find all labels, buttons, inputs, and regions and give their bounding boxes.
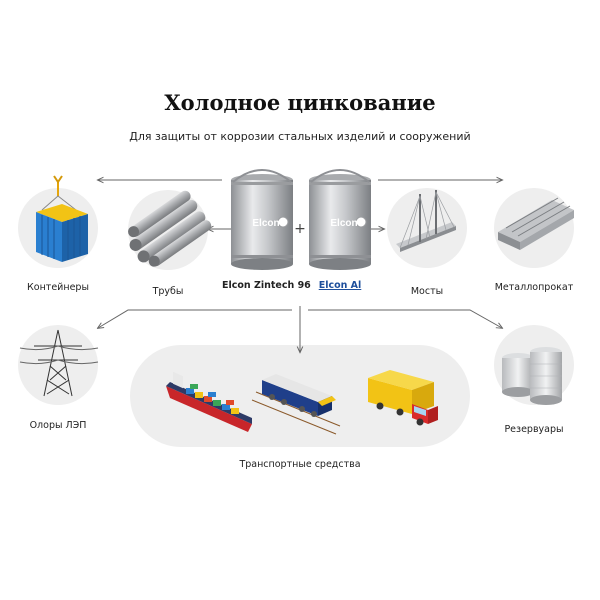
- page-subtitle: Для защиты от коррозии стальных изделий …: [129, 130, 471, 143]
- can-al: Elcon: [309, 169, 371, 270]
- label-transport: Транспортные средства: [239, 459, 361, 470]
- metal-profile-icon: [498, 197, 574, 250]
- page-title: Холодное цинкование: [164, 90, 436, 115]
- pipes-icon: [128, 190, 212, 267]
- can-zintech: Elcon: [231, 169, 293, 270]
- can-brand-1: Elcon: [252, 218, 279, 229]
- elcon-logo-icon: [277, 216, 289, 228]
- product-link-al[interactable]: Elcon Al: [318, 280, 362, 291]
- can-brand-2: Elcon: [330, 218, 357, 229]
- label-bridges: Мосты: [410, 286, 444, 297]
- label-power: Олоры ЛЭП: [29, 420, 87, 431]
- label-tanks: Резервуары: [504, 424, 564, 435]
- cargo-ship-icon: [166, 371, 252, 432]
- container-crane-icon: [36, 175, 88, 262]
- locomotive-icon: [251, 374, 341, 435]
- bridge-icon: [396, 190, 456, 252]
- power-tower-icon: [19, 329, 99, 397]
- tanks-icon: [502, 347, 562, 405]
- product-label-zintech: Elcon Zintech 96: [222, 280, 311, 291]
- label-pipes: Трубы: [152, 286, 184, 297]
- label-containers: Контейнеры: [27, 282, 89, 293]
- label-metal: Металлопрокат: [494, 282, 574, 293]
- flow-arrows: [98, 180, 502, 352]
- elcon-logo-icon: [355, 216, 367, 228]
- plus-sign: +: [294, 221, 306, 237]
- truck-icon: [368, 370, 438, 426]
- power-circle: [18, 325, 98, 405]
